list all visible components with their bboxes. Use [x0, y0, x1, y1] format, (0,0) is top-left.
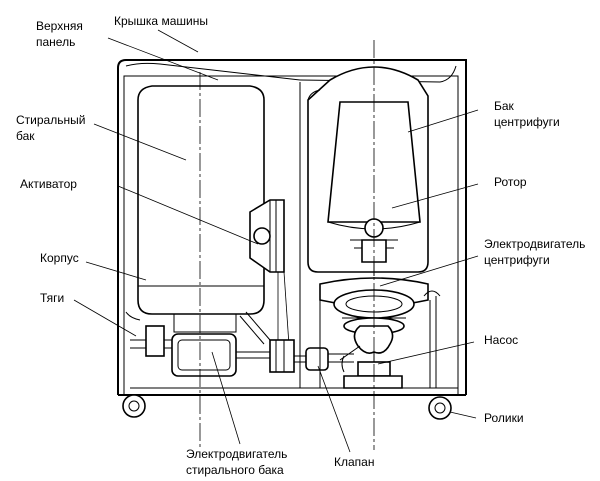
leader-lines: [73, 29, 479, 453]
label-rotor: Ротор: [494, 175, 527, 189]
label-housing: Корпус: [40, 251, 79, 265]
rollers: [122, 394, 452, 420]
label-top-panel-line1: Верхняя: [36, 19, 83, 33]
label-wash-motor-line2: стирального бака: [186, 463, 284, 477]
label-spin-motor-line1: Электродвигатель: [484, 237, 585, 251]
activator-pulley: [249, 199, 291, 361]
label-spin-tank-line2: центрифуги: [494, 115, 560, 129]
label-top-panel-line2: панель: [36, 35, 75, 49]
label-wash-tank-line2: бак: [16, 129, 35, 143]
label-valve: Клапан: [334, 455, 374, 469]
pump: [339, 325, 403, 389]
label-rods: Тяги: [40, 291, 64, 305]
labels: Верхняя панель Крышка машины Стиральный …: [16, 14, 585, 477]
wash-tank: [137, 85, 265, 333]
label-spin-tank-line1: Бак: [494, 99, 515, 113]
label-activator: Активатор: [20, 177, 77, 191]
machine-housing: [117, 59, 467, 396]
label-wash-motor-line1: Электродвигатель: [186, 447, 287, 461]
axis-lines: [199, 40, 375, 450]
wash-motor: [125, 311, 295, 377]
label-wash-tank-line1: Стиральный: [16, 113, 85, 127]
label-spin-motor-line2: центрифуги: [484, 253, 550, 267]
valve: [294, 347, 354, 371]
label-pump: Насос: [484, 333, 518, 347]
label-lid: Крышка машины: [114, 14, 208, 28]
label-rollers: Ролики: [484, 411, 524, 425]
